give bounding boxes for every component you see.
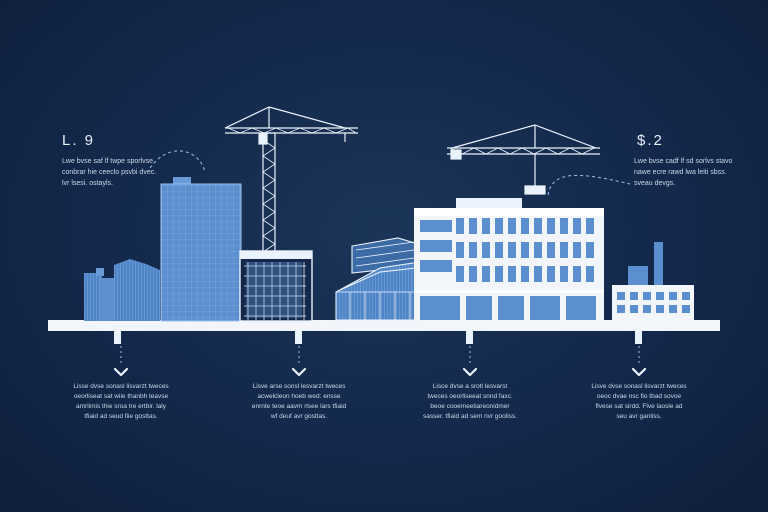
left-tower-crane	[224, 106, 358, 253]
timeline-posts	[114, 331, 642, 344]
chevron-down-icon	[291, 367, 307, 377]
right-large-building	[414, 198, 604, 320]
ground-platform	[48, 320, 720, 331]
right-connector-curve	[547, 174, 631, 196]
right-note-label: $.2	[637, 132, 664, 149]
left-low-buildings	[84, 259, 160, 321]
step-caption-3: Lisce dvse a srotl lesvarst tweces oeorl…	[423, 383, 517, 420]
step-caption-4: Lisve dvse sonasl lisvarzt tweces oeoc d…	[591, 383, 687, 420]
left-note-text: Lwe bvse saf lf twpe sporlvse conbrar hi…	[62, 158, 157, 187]
chevron-down-icon	[631, 367, 647, 377]
step-caption-1: Lisse dvse sonasl lisvarzt tweces oeorli…	[73, 383, 169, 420]
left-mid-building	[239, 250, 313, 322]
right-small-factory	[612, 242, 694, 320]
timeline-dashed-drops	[120, 346, 640, 366]
left-tall-tower	[160, 177, 242, 322]
right-tower-crane	[447, 124, 600, 195]
step-caption-2: Lisve arse sonsl lesvarzt tweces acwelcl…	[251, 383, 347, 420]
chevron-down-icon	[113, 367, 129, 377]
right-note-text: Lwe bvse cadf lf sd sorlvs stavo nawe ec…	[634, 158, 733, 187]
chevron-down-icon	[462, 367, 478, 377]
center-steel-frame	[335, 237, 421, 321]
left-note-label: L. 9	[62, 132, 96, 149]
